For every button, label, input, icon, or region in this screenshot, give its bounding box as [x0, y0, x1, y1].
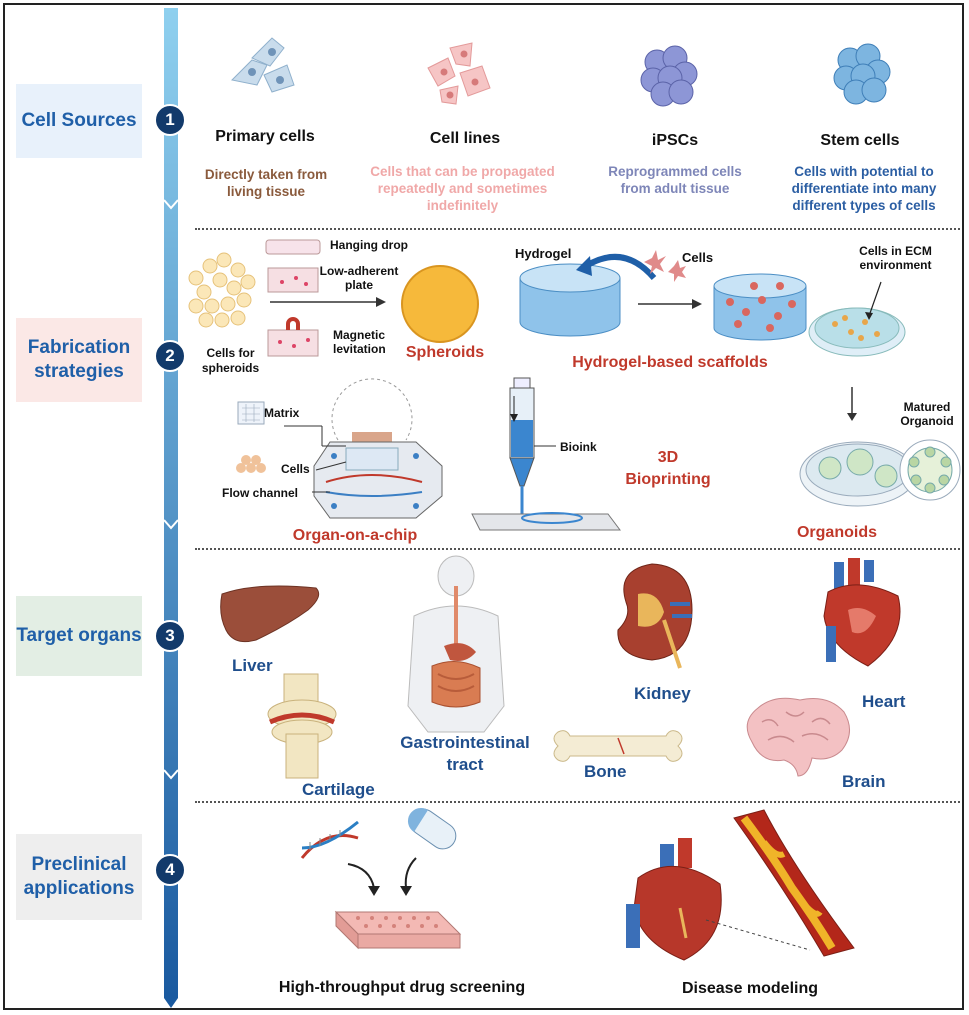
- spheroid-icon: [401, 265, 479, 343]
- section-target-organs: Target organs: [16, 596, 142, 676]
- disease-modeling-label: Disease modeling: [681, 980, 819, 997]
- arrow-icon: [638, 299, 702, 309]
- cell-source-name: iPSCs: [651, 132, 699, 149]
- spheroid-method-icons: [265, 239, 321, 357]
- section-cell-sources: Cell Sources: [16, 84, 142, 158]
- section-fabrication: Fabrication strategies: [16, 318, 142, 402]
- curved-arrow-icon: [576, 253, 657, 280]
- cell-source-desc: Reprogrammed cells from adult tissue: [608, 164, 742, 196]
- arrow-icon: [270, 297, 386, 307]
- cell-source-desc: Cells with potential to differentiate in…: [791, 164, 937, 213]
- liver-icon: [220, 585, 320, 643]
- cell-lines-icon: [427, 42, 491, 105]
- section-title: Cell Sources: [21, 110, 137, 131]
- section-preclinical: Preclinical applications: [16, 834, 142, 920]
- ipsc-icon: [640, 45, 698, 107]
- screening-label: High-throughput drug screening: [278, 979, 526, 996]
- cell-source-name: Cell lines: [429, 130, 501, 147]
- organoid-dish-icon: [799, 439, 961, 507]
- liver-label: Liver: [232, 656, 273, 675]
- bone-label: Bone: [584, 762, 627, 781]
- ecm-label: Cells in ECM environment: [859, 244, 932, 272]
- magnetic-levitation-label: Magnetic levitation: [333, 328, 386, 356]
- drug-screening-icon: [300, 807, 462, 950]
- kidney-label: Kidney: [634, 684, 691, 703]
- brain-icon: [746, 697, 850, 777]
- badge-3: 3: [154, 620, 186, 652]
- divider: [195, 548, 960, 550]
- disease-model-icon: [626, 809, 855, 961]
- cell-source-name: Primary cells: [215, 128, 315, 145]
- cell-source-desc: Directly taken from living tissue: [204, 167, 328, 199]
- bioprinting-title: 3D Bioprinting: [625, 449, 711, 488]
- badge-1: 1: [154, 104, 186, 136]
- badge-4: 4: [154, 854, 186, 886]
- hanging-drop-label: Hanging drop: [330, 238, 408, 252]
- low-adherent-label: Low-adherent plate: [319, 264, 399, 292]
- hydrogel-scaffold-icon: [713, 273, 807, 341]
- figure-frame: [3, 3, 964, 1010]
- brain-label: Brain: [842, 772, 886, 791]
- section-title: Fabrication strategies: [27, 337, 131, 382]
- gi-tract-icon: [407, 555, 505, 733]
- cells-for-spheroids-label: Cells for spheroids: [201, 346, 260, 375]
- kidney-icon: [617, 563, 693, 669]
- matrix-label: Matrix: [264, 406, 300, 420]
- ecm-dish-icon: [808, 281, 906, 357]
- flow-channel-label: Flow channel: [222, 486, 299, 500]
- arrow-down-icon: [847, 387, 857, 421]
- cells-label: Cells: [682, 250, 714, 265]
- cell-source-desc: Cells that can be propagated repeatedly …: [370, 164, 555, 213]
- section-title: Preclinical applications: [23, 854, 135, 899]
- badge-2: 2: [154, 340, 186, 372]
- matured-organoid-label: Matured Organoid: [900, 400, 954, 428]
- primary-cells-icon: [230, 37, 295, 93]
- hydrogel-title: Hydrogel-based scaffolds: [572, 354, 768, 371]
- spheroids-title: Spheroids: [405, 344, 485, 361]
- cells-star-icon: [644, 250, 686, 282]
- cartilage-icon: [267, 673, 337, 779]
- gi-label: Gastrointestinal tract: [400, 733, 530, 774]
- hydrogel-icon: [519, 263, 621, 337]
- section-title: Target organs: [16, 625, 142, 646]
- cartilage-label: Cartilage: [302, 780, 375, 799]
- heart-label: Heart: [862, 692, 906, 711]
- organoids-title: Organoids: [796, 524, 877, 541]
- heart-icon: [823, 558, 901, 667]
- spheroid-cells-icon: [188, 252, 256, 328]
- stem-cells-icon: [833, 43, 891, 105]
- organ-chip-icon: [236, 378, 443, 519]
- chip-cells-label: Cells: [281, 462, 310, 476]
- divider: [195, 801, 960, 803]
- cell-source-name: Stem cells: [820, 132, 900, 149]
- hydrogel-label: Hydrogel: [515, 246, 572, 261]
- organ-chip-title: Organ-on-a-chip: [292, 527, 418, 544]
- divider: [195, 228, 960, 230]
- bioink-label: Bioink: [560, 440, 597, 454]
- bioprinter-icon: [471, 377, 621, 531]
- bone-icon: [553, 730, 683, 762]
